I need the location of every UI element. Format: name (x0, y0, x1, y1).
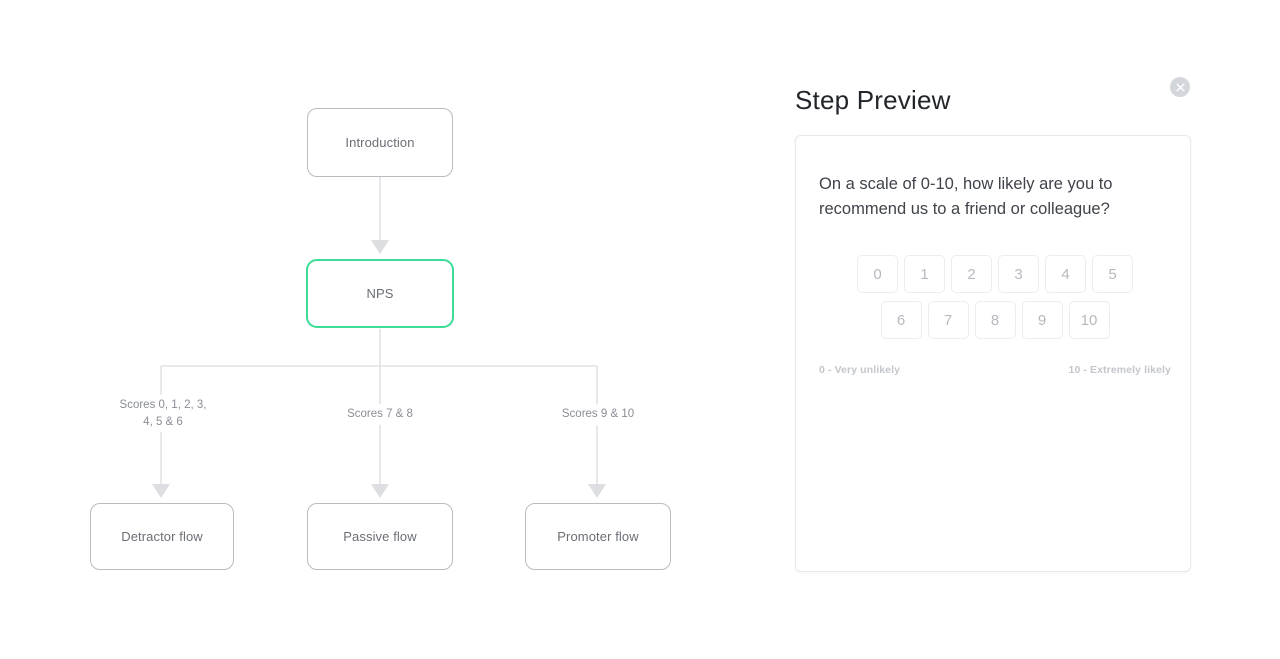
page-title: Step Preview (795, 85, 951, 116)
flow-node-introduction[interactable]: Introduction (307, 108, 453, 177)
question-text: On a scale of 0-10, how likely are you t… (819, 175, 1113, 219)
close-icon[interactable] (1170, 77, 1190, 97)
flow-node-label: Detractor flow (121, 528, 203, 544)
flow-node-passive-flow[interactable]: Passive flow (307, 503, 453, 570)
score-button-10[interactable]: 10 (1068, 301, 1110, 339)
scale-legend: 0 - Very unlikely 10 - Extremely likely (819, 364, 1171, 376)
flow-node-label: Promoter flow (557, 528, 639, 544)
score-button-3[interactable]: 3 (998, 255, 1039, 293)
score-button-2[interactable]: 2 (951, 255, 992, 293)
flow-node-nps[interactable]: NPS (306, 259, 454, 328)
scale-legend-high: 10 - Extremely likely (1068, 364, 1171, 376)
edge-label-detractor: Scores 0, 1, 2, 3, 4, 5 & 6 (100, 395, 226, 433)
score-button-9[interactable]: 9 (1021, 301, 1063, 339)
flow-connectors (152, 177, 606, 498)
edge-label-passive: Scores 7 & 8 (327, 404, 433, 425)
score-button-1[interactable]: 1 (904, 255, 945, 293)
scale-legend-low: 0 - Very unlikely (819, 364, 901, 376)
flow-canvas: Introduction NPS Detractor flow Passive … (90, 108, 671, 570)
preview-card: On a scale of 0-10, how likely are you t… (795, 135, 1191, 572)
flow-node-label: Introduction (345, 134, 415, 150)
score-button-0[interactable]: 0 (857, 255, 898, 293)
edge-label-promoter: Scores 9 & 10 (544, 404, 652, 425)
score-button-7[interactable]: 7 (927, 301, 969, 339)
score-button-4[interactable]: 4 (1045, 255, 1086, 293)
flow-node-detractor-flow[interactable]: Detractor flow (90, 503, 234, 570)
step-preview-panel: Step Preview On a scale of 0-10, how lik… (760, 0, 1280, 659)
flow-node-label: NPS (366, 285, 394, 301)
score-button-6[interactable]: 6 (880, 301, 922, 339)
score-button-5[interactable]: 5 (1092, 255, 1133, 293)
flow-node-label: Passive flow (343, 528, 417, 544)
score-button-8[interactable]: 8 (974, 301, 1016, 339)
flow-node-promoter-flow[interactable]: Promoter flow (525, 503, 671, 570)
